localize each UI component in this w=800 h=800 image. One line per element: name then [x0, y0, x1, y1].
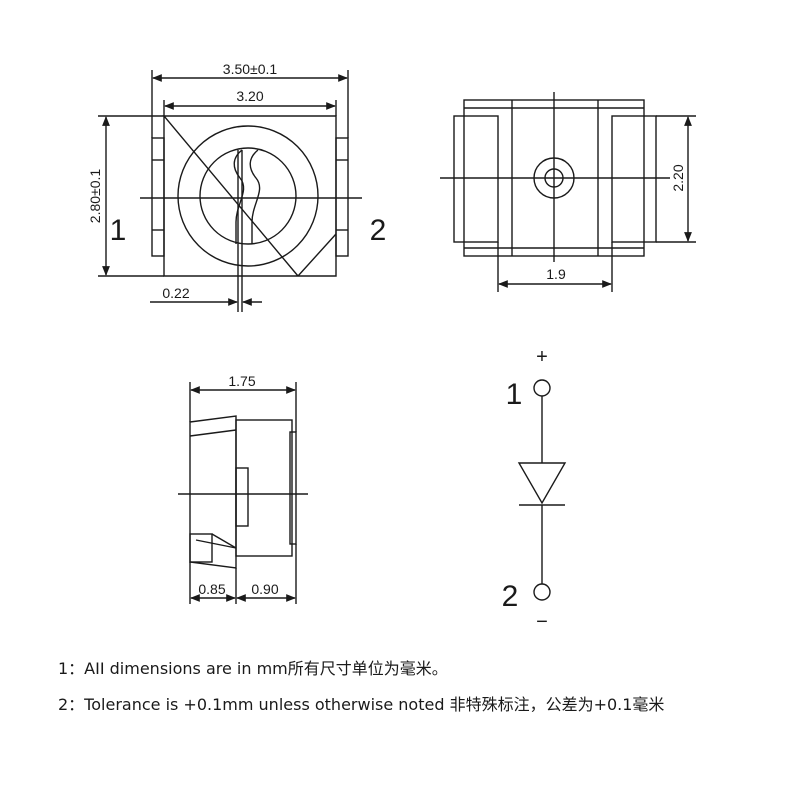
- diode-symbol: [517, 379, 567, 601]
- symbol-plus-label: +: [536, 346, 548, 368]
- symbol-cathode-terminal: [533, 583, 551, 601]
- top-view-body: [162, 115, 337, 277]
- top-view-right-tab: [335, 137, 349, 257]
- dim-label-side-left: 0.85: [198, 581, 225, 597]
- notes: 1：AII dimensions are in mm所有尺寸单位为毫米。 2：T…: [58, 656, 788, 728]
- symbol-pin-2-label: 2: [502, 580, 519, 613]
- dim-label-side-width: 1.75: [228, 373, 255, 389]
- bottom-view-pad-right: [611, 115, 657, 243]
- symbol-diode-triangle: [517, 462, 567, 505]
- bottom-view: [440, 92, 696, 292]
- bottom-view-pad-left: [453, 115, 499, 243]
- side-view-body: [189, 415, 237, 569]
- symbol-anode-terminal: [533, 379, 551, 397]
- dim-label-width-total: 3.50±0.1: [223, 61, 278, 77]
- dim-label-gap: 0.22: [162, 285, 189, 301]
- note-dimensions: 1：AII dimensions are in mm所有尺寸单位为毫米。: [58, 659, 448, 678]
- top-view: [98, 70, 362, 312]
- dim-label-width-inner: 3.20: [236, 88, 263, 104]
- top-view-left-tab: [151, 137, 165, 257]
- dim-label-side-right: 0.90: [251, 581, 278, 597]
- top-view-lens-outer: [177, 125, 319, 267]
- symbol-minus-label: −: [536, 611, 548, 633]
- dim-label-pad-height: 2.20: [670, 164, 686, 191]
- note-tolerance: 2：Tolerance is +0.1mm unless otherwise n…: [58, 695, 665, 714]
- dim-label-pad-pitch: 1.9: [546, 266, 566, 282]
- top-view-lens-inner: [199, 147, 297, 245]
- side-view: [178, 382, 308, 604]
- symbol-pin-1-label: 1: [506, 378, 523, 411]
- dim-label-height: 2.80±0.1: [87, 169, 103, 224]
- top-view-pin-2-label: 2: [370, 214, 387, 247]
- top-view-pin-1-label: 1: [110, 214, 127, 247]
